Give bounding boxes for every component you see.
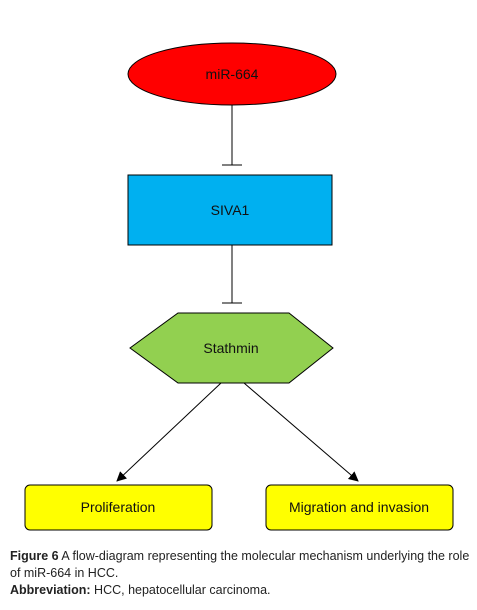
node-stathmin bbox=[129, 312, 334, 384]
flow-diagram: miR-664 SIVA1 Stathmin Proliferation Mig… bbox=[24, 42, 454, 531]
node-migration bbox=[265, 484, 454, 531]
node-mir664 bbox=[127, 42, 337, 106]
abbreviation-label: Abbreviation: bbox=[10, 583, 91, 597]
node-stathmin-label: Stathmin bbox=[203, 340, 258, 356]
abbreviation-text: HCC, hepatocellular carcinoma. bbox=[94, 583, 271, 597]
figure-label: Figure 6 bbox=[10, 549, 59, 563]
figure-description: A flow-diagram representing the molecula… bbox=[10, 549, 470, 580]
node-mir664-label: miR-664 bbox=[206, 66, 259, 82]
node-migration-label: Migration and invasion bbox=[289, 499, 429, 515]
figure-caption-text: Figure 6 A flow-diagram representing the… bbox=[10, 548, 472, 582]
figure-caption: Figure 6 A flow-diagram representing the… bbox=[10, 548, 472, 599]
node-siva1 bbox=[127, 174, 333, 246]
node-proliferation bbox=[24, 484, 213, 531]
node-siva1-label: SIVA1 bbox=[211, 202, 250, 218]
node-proliferation-label: Proliferation bbox=[81, 499, 156, 515]
abbreviation-line: Abbreviation: HCC, hepatocellular carcin… bbox=[10, 582, 472, 599]
edge-stathmin-to-migration bbox=[243, 382, 359, 482]
edge-stathmin-to-proliferation bbox=[116, 382, 222, 482]
